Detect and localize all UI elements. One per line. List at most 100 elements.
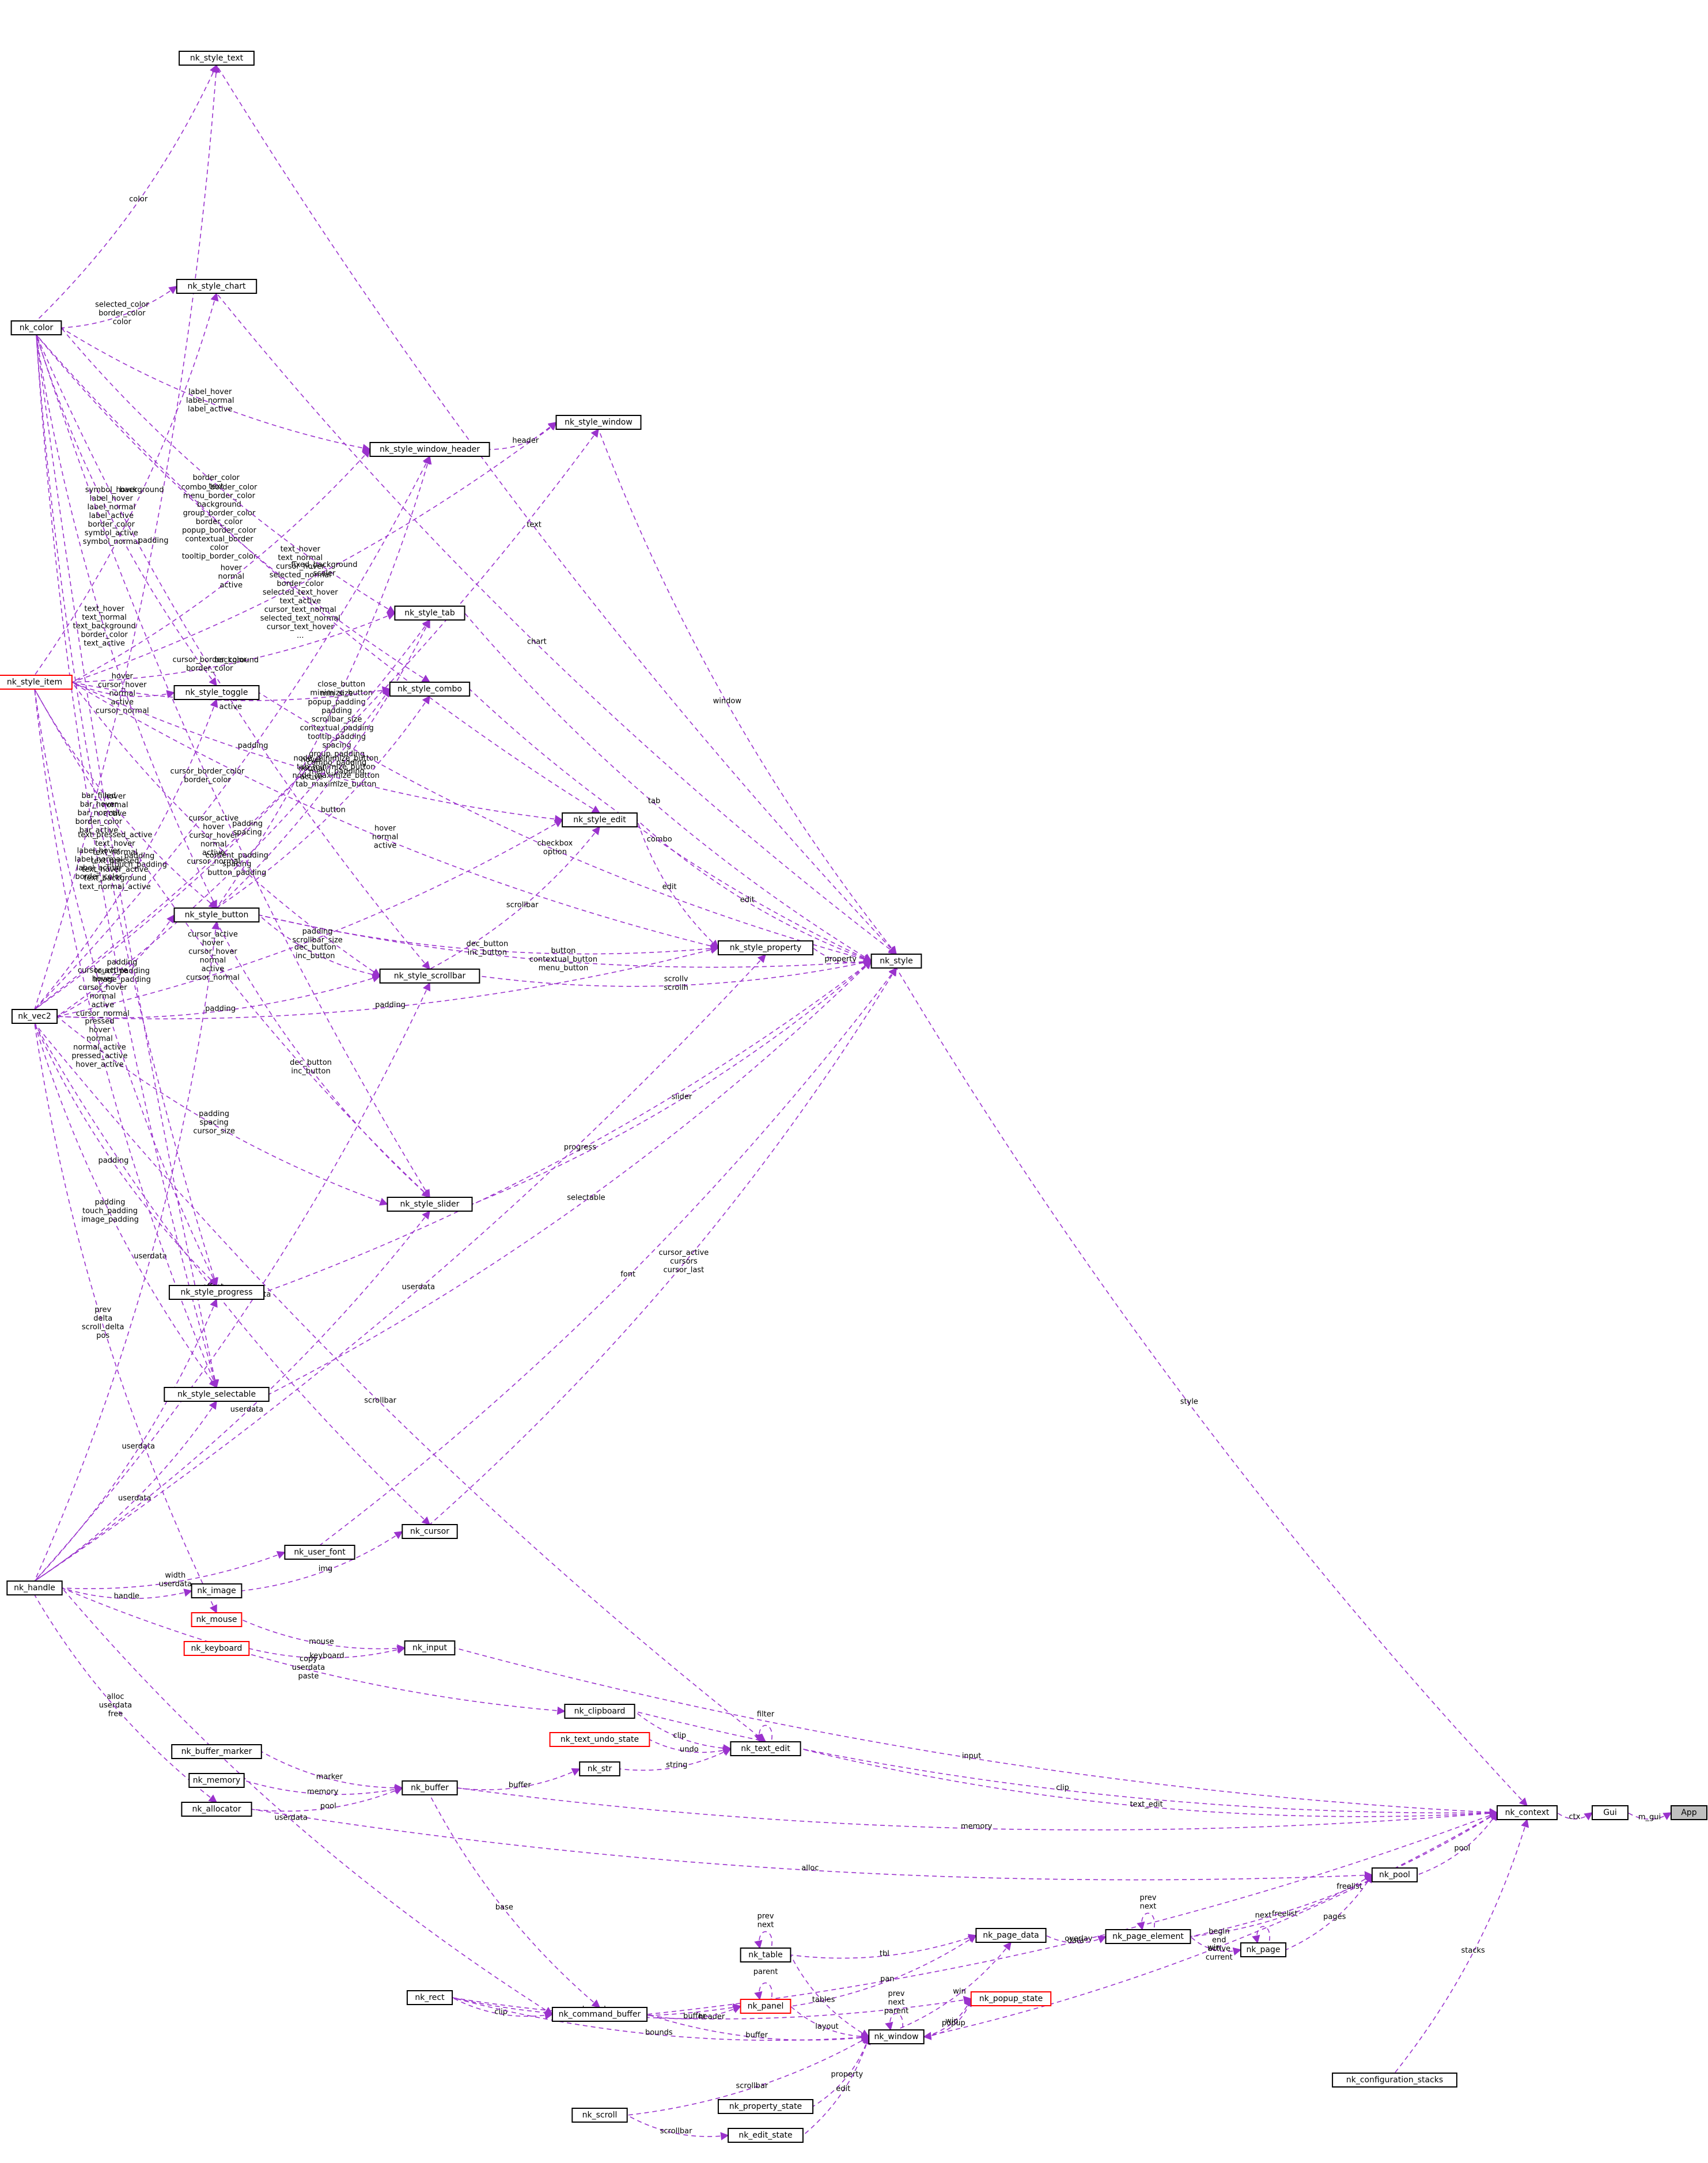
edge-label-line: ctx — [1569, 1813, 1581, 1821]
node-nk-text-undo-state[interactable]: nk_text_undo_state — [549, 1732, 650, 1747]
node-nk-page-data[interactable]: nk_page_data — [975, 1928, 1047, 1943]
node-box — [191, 1583, 243, 1598]
node-box — [728, 2128, 804, 2143]
edge-label-line: normal_active — [73, 1043, 126, 1052]
node-nk-edit-state[interactable]: nk_edit_state — [728, 2128, 804, 2143]
node-nk-configuration-stacks[interactable]: nk_configuration_stacks — [1332, 2073, 1457, 2088]
node-nk-command-buffer[interactable]: nk_command_buffer — [551, 2007, 648, 2022]
node-nk-table[interactable]: nk_table — [740, 1948, 791, 1962]
node-nk-input[interactable]: nk_input — [404, 1640, 456, 1655]
node-nk-rect[interactable]: nk_rect — [406, 1990, 453, 2005]
node-nk-page[interactable]: nk_page — [1240, 1942, 1287, 1957]
edge-nk-style-tab-to-nk-style: tab — [464, 612, 872, 962]
node-nk-image[interactable]: nk_image — [191, 1583, 243, 1598]
edge-label: base — [495, 1903, 513, 1912]
edge-nk-color-to-nk-style-slider: cursor_border_color border_color — [36, 334, 430, 1198]
node-app[interactable]: App — [1671, 1805, 1707, 1820]
node-nk-pool[interactable]: nk_pool — [1371, 1867, 1418, 1882]
node-nk-context[interactable]: nk_context — [1497, 1805, 1558, 1820]
node-nk-allocator[interactable]: nk_allocator — [181, 1802, 252, 1817]
node-nk-style-text[interactable]: nk_style_text — [179, 51, 255, 66]
node-box — [1105, 1929, 1191, 1944]
edge-label-line: next — [758, 1921, 774, 1930]
edge-label-line: minimize_button — [310, 689, 373, 697]
node-nk-style-slider[interactable]: nk_style_slider — [387, 1197, 473, 1212]
node-label: nk_rect — [415, 1993, 445, 2002]
edge-label-line: cursor_border_color — [171, 767, 245, 776]
node-nk-style[interactable]: nk_style — [870, 954, 922, 969]
node-nk-clipboard[interactable]: nk_clipboard — [564, 1704, 635, 1719]
edge-label: memory — [961, 1822, 993, 1831]
edge-label-line: bar_normal — [78, 809, 120, 818]
edge-label-line: normal — [90, 992, 116, 1001]
edge-label-line: cursor_hover — [78, 984, 127, 992]
edge-nk-handle-to-nk-style-scrollbar: userdata — [34, 982, 431, 1582]
edge-label: userdata — [118, 1494, 151, 1503]
node-nk-cursor[interactable]: nk_cursor — [402, 1524, 458, 1539]
edge-line — [258, 914, 381, 979]
node-nk-page-element[interactable]: nk_page_element — [1105, 1929, 1191, 1944]
edge-line — [637, 819, 872, 963]
node-box — [406, 1990, 453, 2005]
node-nk-memory[interactable]: nk_memory — [188, 1773, 245, 1788]
node-nk-scroll[interactable]: nk_scroll — [571, 2108, 628, 2123]
node-nk-style-tab[interactable]: nk_style_tab — [394, 606, 465, 621]
node-nk-handle[interactable]: nk_handle — [6, 1580, 63, 1595]
edge-label-line: border_color — [88, 520, 135, 529]
node-nk-style-combo[interactable]: nk_style_combo — [389, 682, 471, 697]
node-box — [555, 415, 642, 430]
node-nk-style-button[interactable]: nk_style_button — [173, 907, 260, 922]
node-nk-popup-state[interactable]: nk_popup_state — [970, 1991, 1052, 2006]
node-nk-style-property[interactable]: nk_style_property — [717, 940, 814, 955]
node-nk-color[interactable]: nk_color — [10, 320, 62, 335]
node-nk-style-chart[interactable]: nk_style_chart — [176, 279, 257, 294]
node-nk-vec2[interactable]: nk_vec2 — [11, 1009, 58, 1024]
node-nk-panel[interactable]: nk_panel — [740, 1999, 791, 2014]
edge-nk-handle-to-nk-style-button: userdata — [34, 921, 220, 1582]
edge-line — [464, 612, 872, 962]
edge-label-line: chart — [527, 638, 547, 646]
edge-label: buffer — [683, 2012, 706, 2021]
edge-nk-style-slider-to-nk-style: slider — [472, 961, 872, 1205]
edge-label-line: copy — [300, 1655, 317, 1663]
node-nk-str[interactable]: nk_str — [579, 1761, 620, 1776]
node-box — [870, 954, 922, 969]
edge-nk-style-edit-to-nk-style-property: edit — [637, 819, 719, 948]
edge-line — [923, 1812, 1498, 2037]
node-gui[interactable]: Gui — [1592, 1805, 1629, 1820]
node-label: nk_style_progress — [181, 1288, 253, 1297]
edge-label-line: text_active — [84, 640, 125, 648]
node-nk-text-edit[interactable]: nk_text_edit — [730, 1741, 801, 1756]
node-nk-property-state[interactable]: nk_property_state — [717, 2099, 814, 2114]
node-nk-style-window[interactable]: nk_style_window — [555, 415, 642, 430]
edge-nk-user-font-to-nk-style: font — [319, 967, 897, 1546]
edge-label-line: active — [374, 841, 397, 850]
edge-label-line: popup — [942, 2019, 965, 2028]
node-nk-style-edit[interactable]: nk_style_edit — [562, 812, 638, 827]
node-nk-buffer[interactable]: nk_buffer — [402, 1780, 458, 1795]
node-nk-mouse[interactable]: nk_mouse — [191, 1612, 243, 1627]
edge-label-line: filter — [757, 1710, 775, 1719]
node-nk-style-toggle[interactable]: nk_style_toggle — [173, 685, 260, 700]
node-nk-style-progress[interactable]: nk_style_progress — [168, 1285, 265, 1300]
node-nk-style-item[interactable]: nk_style_item — [0, 675, 73, 690]
node-nk-style-selectable[interactable]: nk_style_selectable — [164, 1387, 270, 1402]
node-nk-style-window-header[interactable]: nk_style_window_header — [369, 442, 490, 457]
node-nk-style-scrollbar[interactable]: nk_style_scrollbar — [379, 969, 480, 984]
edge-line — [216, 695, 430, 909]
edge-gui-to-app: m_gui — [1627, 1812, 1672, 1821]
edge-label: stacks — [1461, 1946, 1486, 1955]
edge-nk-scroll-to-nk-window: scrollbar — [627, 2036, 870, 2116]
edge-nk-configuration-stacks-to-nk-context: stacks — [1394, 1818, 1529, 2074]
edge-label-line: userdata — [159, 1580, 192, 1589]
node-nk-buffer-marker[interactable]: nk_buffer_marker — [171, 1744, 262, 1759]
node-box — [181, 1802, 252, 1817]
node-nk-user-font[interactable]: nk_user_font — [284, 1545, 355, 1560]
node-nk-keyboard[interactable]: nk_keyboard — [183, 1641, 250, 1656]
node-nk-window[interactable]: nk_window — [868, 2029, 925, 2044]
